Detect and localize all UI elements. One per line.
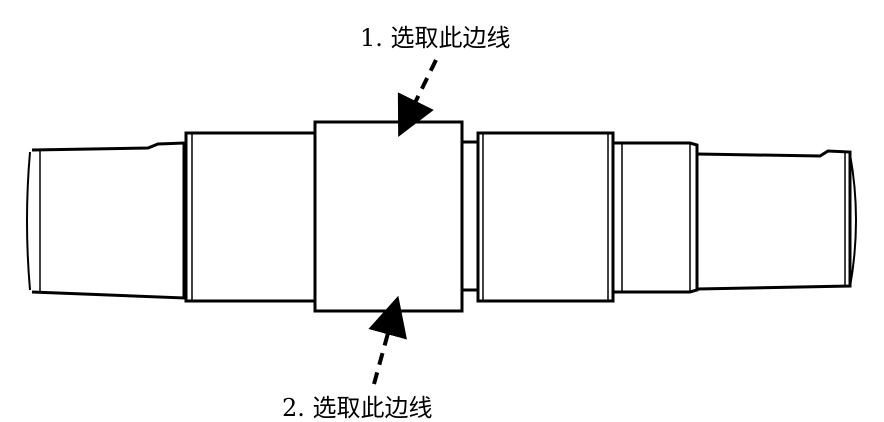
shaft-section-step bbox=[462, 140, 478, 292]
shaft-section-5 bbox=[613, 141, 699, 294]
shaft-left-end bbox=[26, 141, 186, 300]
top-callout-arrow bbox=[397, 59, 438, 137]
shaft-center-collar bbox=[313, 120, 464, 313]
bottom-callout-arrow bbox=[368, 295, 407, 385]
bottom-callout-label: 2. 选取此边线 bbox=[282, 394, 433, 422]
top-callout-label: 1. 选取此边线 bbox=[360, 24, 511, 52]
shaft-section-4 bbox=[476, 131, 615, 303]
shaft-section-2 bbox=[184, 131, 317, 303]
shaft-right-end bbox=[696, 149, 857, 291]
